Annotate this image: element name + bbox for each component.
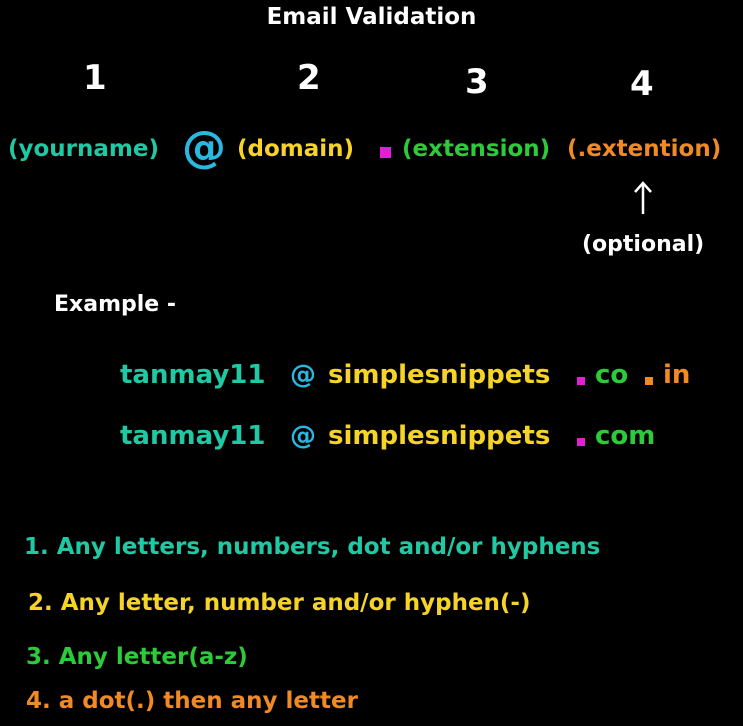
- example-2-dot-icon: [577, 438, 585, 446]
- example-1-user: tanmay11: [120, 360, 266, 390]
- part-yourname: (yourname): [8, 136, 159, 162]
- rule-3: 3. Any letter(a-z): [26, 644, 248, 670]
- example-1-domain: simplesnippets: [328, 360, 551, 390]
- rule-4: 4. a dot(.) then any letter: [26, 688, 358, 714]
- dot-square-icon: [380, 147, 391, 158]
- example-2-domain: simplesnippets: [328, 421, 551, 451]
- example-1-ext2: in: [663, 360, 691, 390]
- example-1-dot-icon: [577, 377, 585, 385]
- up-arrow-icon: [634, 181, 652, 214]
- rule-1: 1. Any letters, numbers, dot and/or hyph…: [24, 534, 601, 560]
- part-extention-optional: (.extention): [567, 136, 722, 162]
- part-number-1: 1: [83, 58, 107, 98]
- part-number-3: 3: [465, 62, 489, 102]
- at-symbol: @: [182, 122, 226, 173]
- example-1-ext: co: [595, 360, 629, 390]
- part-number-2: 2: [297, 58, 321, 98]
- part-domain: (domain): [237, 136, 355, 162]
- example-2-user: tanmay11: [120, 421, 266, 451]
- page-title: Email Validation: [266, 4, 477, 30]
- part-number-4: 4: [630, 64, 654, 104]
- example-1-dot2-icon: [645, 377, 653, 385]
- part-extension: (extension): [402, 136, 551, 162]
- example-2-ext: com: [595, 421, 656, 451]
- example-label: Example -: [54, 292, 176, 317]
- optional-label: (optional): [582, 232, 705, 257]
- example-2-at: @: [290, 421, 316, 451]
- rule-2: 2. Any letter, number and/or hyphen(-): [28, 590, 531, 616]
- example-1-at: @: [290, 360, 316, 390]
